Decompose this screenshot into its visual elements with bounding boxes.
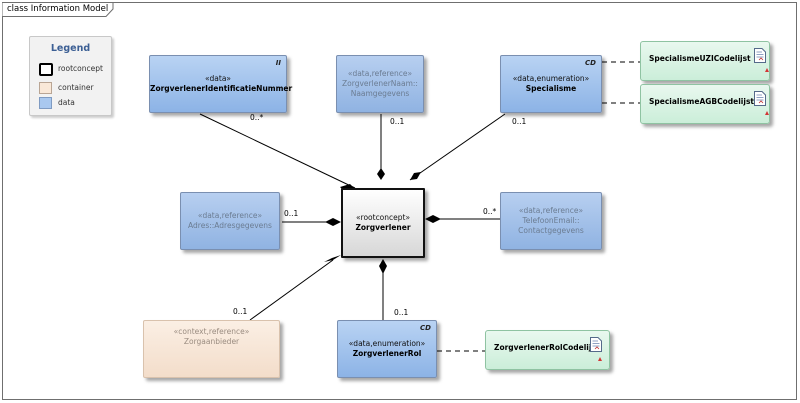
class-zorgverlener-rol[interactable]: CD «data,enumeration» ZorgverlenerRol (337, 320, 437, 378)
codelist-specialisme-agb[interactable]: SpecialismeAGBCodelijst (640, 84, 770, 124)
class-zorgverlener-identificatie-nummer[interactable]: II «data» ZorgverlenerIdentificatieNumme… (149, 55, 293, 113)
multiplicity-rol: 0..1 (394, 308, 409, 317)
legend-label-container: container (58, 83, 94, 92)
stereotype-label: «data,enumeration» (348, 339, 426, 348)
multiplicity-naam: 0..1 (390, 117, 405, 126)
stereotype-label: «data,reference» (518, 206, 584, 215)
link-id-nummer (199, 113, 356, 189)
warning-icon (598, 357, 602, 361)
frame-title-tab (2, 2, 114, 17)
class-name-line2: Contactgegevens (518, 226, 584, 235)
class-name: ZorgverlenerIdentificatieNummer (150, 84, 293, 93)
type-tag: CD (420, 324, 431, 332)
class-name: Adres::Adresgegevens (188, 221, 272, 230)
document-icon (754, 48, 766, 63)
diamond-rol (379, 259, 387, 274)
legend-swatch-rootconcept (39, 63, 53, 76)
link-specialisme (409, 113, 506, 181)
codelist-name: ZorgverlenerRolCodelijst (494, 343, 600, 352)
stereotype-label: «data,reference» (197, 211, 263, 220)
legend-title: Legend (50, 43, 91, 54)
class-name: Zorgverlener (355, 223, 411, 232)
diamond-telefoon (425, 215, 441, 223)
codelist-name: SpecialismeAGBCodelijst (649, 97, 754, 106)
stereotype-label: «data,reference» (347, 69, 413, 78)
warning-icon (765, 111, 769, 115)
legend-swatch-container (39, 82, 52, 94)
diamond-adres (325, 218, 341, 226)
class-name-line1: ZorgverlenerNaam:: (342, 79, 418, 88)
link-zorgaanbieder (249, 259, 334, 321)
type-tag: CD (585, 59, 596, 67)
class-name-line1: TelefoonEmail:: (522, 216, 580, 225)
legend-label-rootconcept: rootconcept (58, 64, 103, 73)
diamond-zorgaanbieder (324, 255, 341, 262)
codelist-name: SpecialismeUZICodelijst (649, 54, 751, 63)
multiplicity-id-nummer: 0..* (250, 113, 264, 122)
class-name-line2: Naamgegevens (350, 89, 410, 98)
diamond-naam (377, 168, 385, 180)
document-icon (590, 337, 602, 352)
stereotype-label: «data» (204, 74, 232, 83)
multiplicity-telefoon: 0..* (483, 207, 497, 216)
class-adres[interactable]: «data,reference» Adres::Adresgegevens (180, 192, 280, 250)
class-name: Specialisme (525, 84, 577, 93)
legend: Legend rootconcept container data (29, 36, 112, 116)
multiplicity-zorgaanbieder: 0..1 (233, 307, 248, 316)
type-tag: II (275, 59, 281, 67)
class-zorgverlener-naam[interactable]: «data,reference» ZorgverlenerNaam:: Naam… (336, 55, 424, 113)
stereotype-label: «rootconcept» (355, 213, 411, 222)
stereotype-label: «context,reference» (173, 327, 250, 336)
class-zorgverlener-root[interactable]: «rootconcept» Zorgverlener (341, 188, 425, 258)
multiplicity-specialisme: 0..1 (512, 117, 527, 126)
codelist-zorgverlener-rol[interactable]: ZorgverlenerRolCodelijst (485, 330, 610, 370)
multiplicity-adres: 0..1 (284, 209, 299, 218)
frame-title: class Information Model (7, 4, 109, 14)
class-specialisme[interactable]: CD «data,enumeration» Specialisme (500, 55, 602, 113)
class-zorgaanbieder[interactable]: «context,reference» Zorgaanbieder (143, 320, 280, 378)
class-telefoon-email[interactable]: «data,reference» TelefoonEmail:: Contact… (500, 192, 602, 250)
document-icon (754, 91, 766, 106)
class-name: Zorgaanbieder (183, 337, 240, 346)
warning-icon (765, 68, 769, 72)
legend-label-data: data (58, 98, 75, 107)
stereotype-label: «data,enumeration» (512, 74, 590, 83)
legend-swatch-data (39, 97, 52, 109)
diamond-specialisme (410, 172, 421, 180)
class-name: ZorgverlenerRol (352, 349, 422, 358)
codelist-specialisme-uzi[interactable]: SpecialismeUZICodelijst (640, 41, 770, 81)
